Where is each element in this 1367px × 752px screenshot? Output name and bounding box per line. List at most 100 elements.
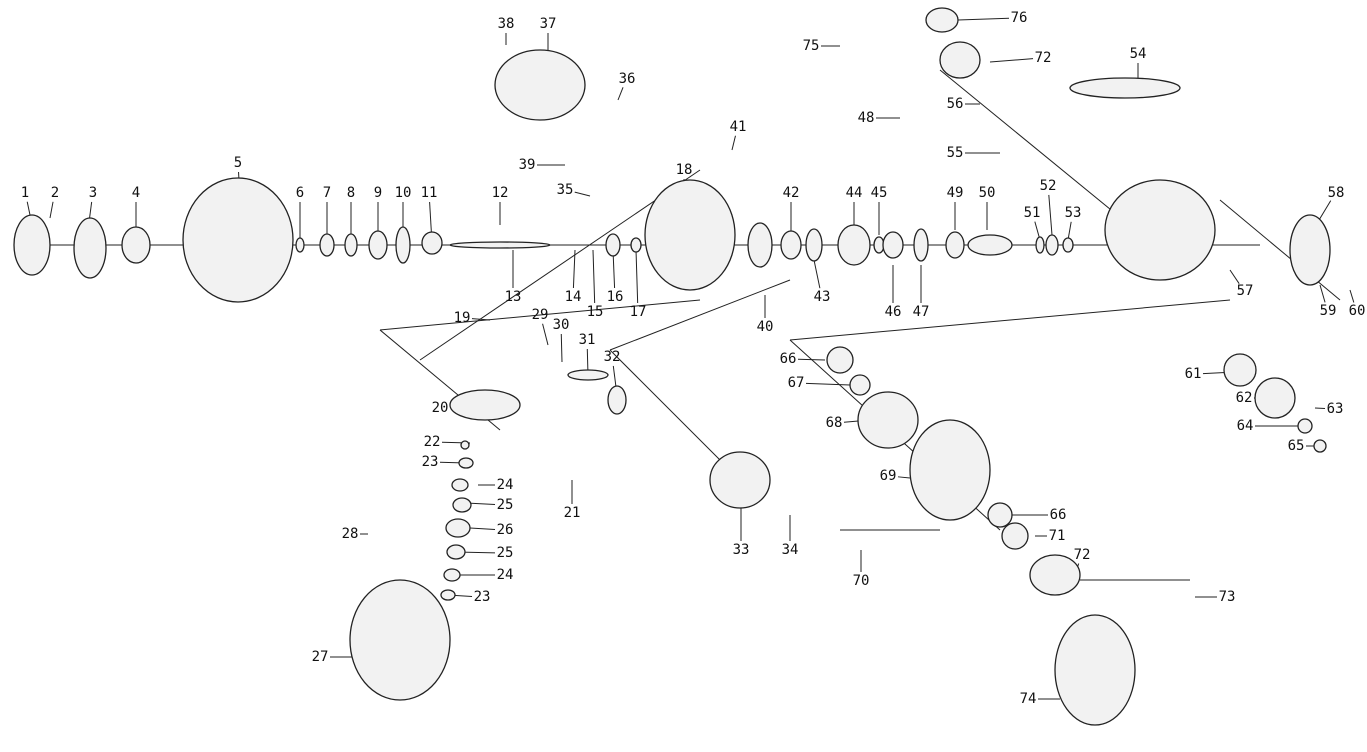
bushing-part — [443, 568, 461, 582]
callout-label-53: 53 — [1064, 205, 1082, 221]
callout-label-19: 19 — [453, 310, 471, 326]
callout-label-58: 58 — [1327, 185, 1345, 201]
washer-part — [1062, 237, 1074, 253]
bail-wire-part — [349, 579, 451, 701]
rotor-housing-part — [644, 179, 736, 291]
washer-part — [344, 233, 358, 257]
leader-line — [1229, 269, 1240, 284]
callout-label-36: 36 — [618, 71, 636, 87]
callout-label-29: 29 — [531, 307, 549, 323]
leader-line — [617, 87, 624, 101]
callout-label-34: 34 — [781, 542, 799, 558]
retainer-part — [913, 228, 929, 262]
callout-label-63: 63 — [1326, 401, 1344, 417]
callout-label-38: 38 — [497, 16, 515, 32]
bearing-part — [849, 374, 871, 396]
callout-label-18: 18 — [675, 162, 693, 178]
callout-label-5: 5 — [233, 155, 243, 171]
cover-plate-part — [747, 222, 773, 268]
main-shaft-part — [449, 241, 551, 249]
collar-part — [421, 231, 443, 255]
assembly-guide-line — [379, 299, 701, 331]
callout-label-51: 51 — [1023, 205, 1041, 221]
callout-label-44: 44 — [845, 185, 863, 201]
callout-label-49: 49 — [946, 185, 964, 201]
callout-label-33: 33 — [732, 542, 750, 558]
bearing-part — [882, 231, 904, 259]
leader-line — [542, 323, 549, 346]
callout-label-45: 45 — [870, 185, 888, 201]
washer-part — [1223, 353, 1257, 387]
oscillation-gear-part — [1254, 377, 1296, 419]
bail-support-cover-part — [709, 451, 771, 509]
callout-label-28: 28 — [341, 526, 359, 542]
handle-cap-part — [1029, 554, 1081, 596]
callout-label-73: 73 — [1218, 589, 1236, 605]
leader-line — [1048, 194, 1053, 236]
callout-label-6: 6 — [295, 185, 305, 201]
callout-label-72: 72 — [1073, 547, 1091, 563]
leader-line — [731, 135, 736, 151]
bail-arm-part — [494, 49, 586, 121]
leader-line — [635, 249, 639, 304]
spring-part — [567, 369, 609, 381]
callout-label-40: 40 — [756, 319, 774, 335]
callout-label-61: 61 — [1184, 366, 1202, 382]
callout-label-13: 13 — [504, 289, 522, 305]
leader-line — [813, 259, 821, 289]
callout-label-66: 66 — [779, 351, 797, 367]
callout-label-55: 55 — [946, 145, 964, 161]
side-cover-part — [909, 419, 991, 521]
callout-label-35: 35 — [556, 182, 574, 198]
callout-label-69: 69 — [879, 468, 897, 484]
callout-label-46: 46 — [884, 304, 902, 320]
ring-part — [295, 237, 305, 253]
drive-gear-part — [857, 391, 919, 449]
pinion-gear-part — [967, 234, 1013, 256]
callout-label-72: 72 — [1034, 50, 1052, 66]
bearing-part — [605, 233, 621, 257]
callout-label-48: 48 — [857, 110, 875, 126]
callout-label-70: 70 — [852, 573, 870, 589]
callout-label-16: 16 — [606, 289, 624, 305]
bearing-part — [452, 497, 472, 513]
washer-part — [458, 457, 474, 469]
bearing-part — [445, 518, 471, 538]
bushing-part — [451, 478, 469, 492]
bail-support-part — [449, 389, 521, 421]
roller-stop-part — [607, 385, 627, 415]
ring-part — [780, 230, 802, 260]
callout-label-24: 24 — [496, 567, 514, 583]
leader-line — [957, 17, 1010, 21]
callout-label-24: 24 — [496, 477, 514, 493]
leader-line — [574, 191, 591, 197]
spool-part — [182, 177, 294, 303]
callout-label-4: 4 — [131, 185, 141, 201]
callout-label-59: 59 — [1319, 303, 1337, 319]
bearing-part — [945, 231, 965, 259]
callout-label-12: 12 — [491, 185, 509, 201]
callout-label-47: 47 — [912, 304, 930, 320]
callout-label-14: 14 — [564, 289, 582, 305]
leader-line — [26, 201, 31, 216]
leader-line — [1319, 284, 1326, 303]
callout-label-65: 65 — [1287, 438, 1305, 454]
assembly-guide-line — [609, 279, 791, 351]
callout-label-60: 60 — [1348, 303, 1366, 319]
bearing-part — [987, 502, 1013, 528]
callout-label-74: 74 — [1019, 691, 1037, 707]
callout-label-8: 8 — [346, 185, 356, 201]
reel-foot-part — [1069, 77, 1181, 99]
callout-label-3: 3 — [88, 185, 98, 201]
callout-label-25: 25 — [496, 545, 514, 561]
callout-label-57: 57 — [1236, 283, 1254, 299]
washer-part — [121, 226, 151, 264]
body-cover-part — [1289, 214, 1331, 286]
leader-line — [897, 476, 911, 479]
seal-ring-part — [1001, 522, 1029, 550]
spring-clip-part — [395, 226, 411, 264]
bearing-cap-part — [939, 41, 981, 79]
leader-line — [1067, 221, 1072, 241]
washer-part — [805, 228, 823, 262]
